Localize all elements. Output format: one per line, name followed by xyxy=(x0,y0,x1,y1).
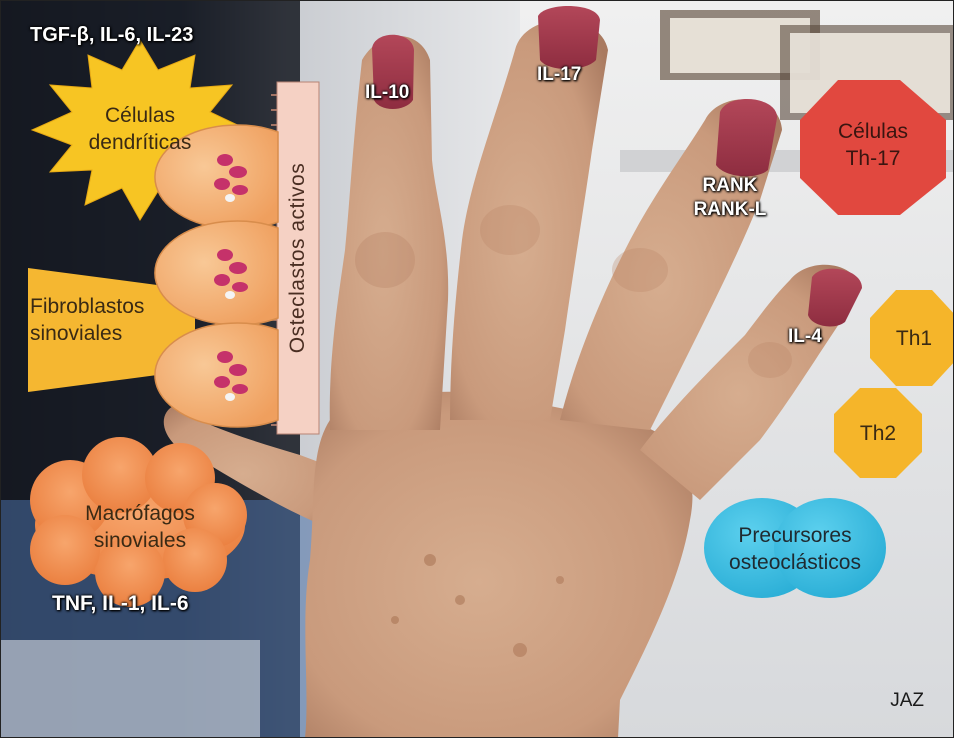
il4-label: IL-4 xyxy=(788,326,822,348)
osteoclasts-active-label-box: Osteclastos activos xyxy=(277,82,319,434)
rankl-line: RANK-L xyxy=(690,198,770,222)
th2-label: Th2 xyxy=(834,420,922,447)
fibroblasts-line-1: Fibroblastos xyxy=(30,293,160,320)
precursors-label: Precursores osteoclásticos xyxy=(720,522,870,576)
th17-label: Células Th-17 xyxy=(800,118,946,172)
fibroblasts-line-2: sinoviales xyxy=(30,320,160,347)
macrophages-label: Macrófagos sinoviales xyxy=(55,500,225,554)
osteoclasts-active-label: Osteclastos activos xyxy=(286,163,310,353)
macrophage-cytokines-label: TNF, IL-1, IL-6 xyxy=(52,592,189,616)
dendritic-cells-label: Células dendríticas xyxy=(70,102,210,156)
macrophages-line-2: sinoviales xyxy=(55,527,225,554)
dendritic-cytokines-label: TGF-β, IL-6, IL-23 xyxy=(30,24,193,47)
fibroblasts-label: Fibroblastos sinoviales xyxy=(30,293,160,347)
macrophages-line-1: Macrófagos xyxy=(55,500,225,527)
rank-line: RANK xyxy=(690,174,770,198)
th17-line-1: Células xyxy=(800,118,946,145)
author-signature: JAZ xyxy=(890,690,924,712)
dendritic-line-2: dendríticas xyxy=(70,129,210,156)
dendritic-line-1: Células xyxy=(70,102,210,129)
rank-label: RANK RANK-L xyxy=(690,174,770,222)
precursors-line-2: osteoclásticos xyxy=(720,549,870,576)
il10-label: IL-10 xyxy=(365,82,409,104)
th1-label: Th1 xyxy=(870,325,954,352)
precursors-line-1: Precursores xyxy=(720,522,870,549)
il17-label: IL-17 xyxy=(537,64,581,86)
th17-line-2: Th-17 xyxy=(800,145,946,172)
